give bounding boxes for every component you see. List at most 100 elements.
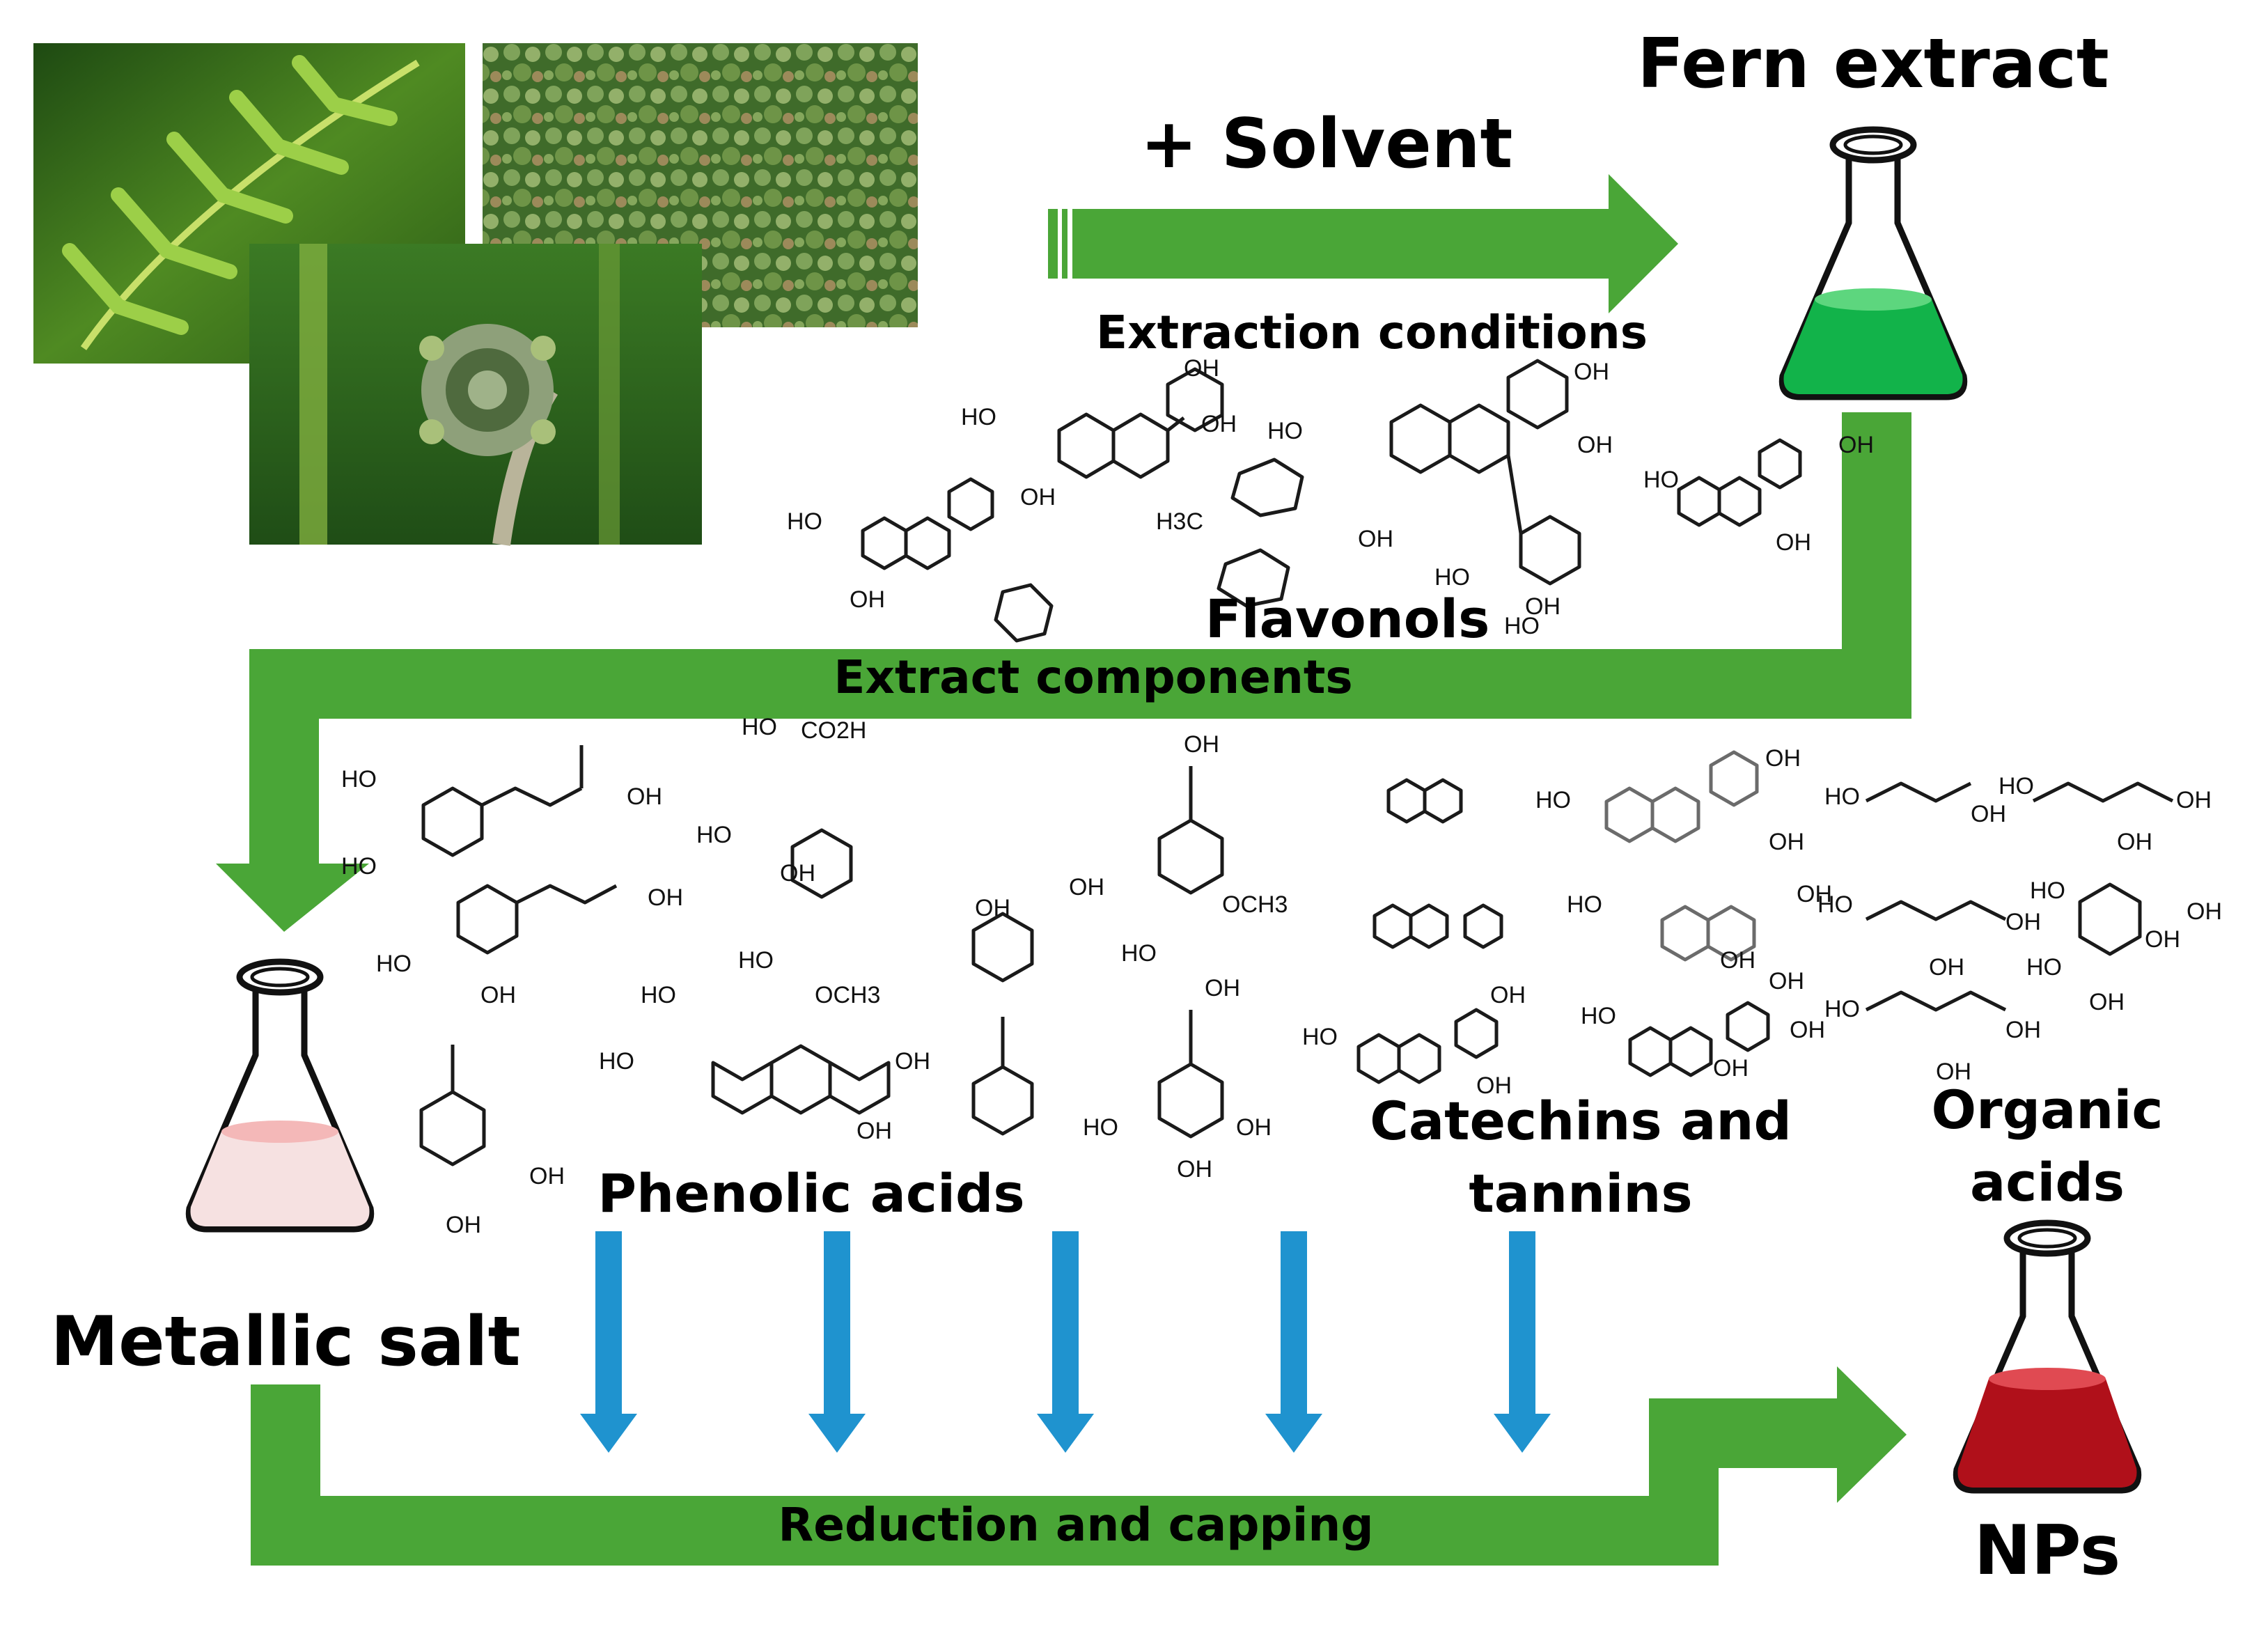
fern-extract-flask <box>1782 130 1964 397</box>
reduction-capping-label: Reduction and capping <box>778 1498 1373 1552</box>
chem-label: HO <box>1083 1114 1118 1141</box>
reduction-arrow <box>1265 1231 1322 1453</box>
chem-label: OH <box>1236 1114 1272 1141</box>
chem-label: OH <box>1201 411 1237 437</box>
chem-label: OH <box>2117 829 2152 855</box>
chem-label: OH <box>2089 989 2125 1015</box>
solvent-flow-arrow <box>1048 174 1678 313</box>
chem-label: OH <box>1476 1072 1512 1099</box>
chem-label: OH <box>1358 526 1393 552</box>
chem-label: OH <box>1838 432 1874 458</box>
chem-label: HO <box>2030 877 2065 904</box>
chem-label: HO <box>1121 940 1157 967</box>
chem-label: OH <box>1574 359 1609 385</box>
chem-label: OH <box>2145 926 2180 953</box>
chem-label: OH <box>1790 1017 1825 1043</box>
solvent-label: + Solvent <box>1141 104 1513 184</box>
chem-label: HO <box>1434 564 1470 591</box>
metallic-salt-label: Metallic salt <box>51 1302 521 1382</box>
chem-label: OH <box>780 860 815 887</box>
chem-label: OH <box>529 1163 565 1189</box>
reduction-arrow <box>580 1231 637 1453</box>
reduction-arrows <box>580 1231 1551 1453</box>
chem-label: OH <box>1936 1059 1971 1085</box>
chem-label: OH <box>480 982 516 1008</box>
flavonols-label: Flavonols <box>1205 588 1490 650</box>
chem-label: HO <box>376 951 412 977</box>
extract-components-arrow <box>216 412 1911 932</box>
chem-label: HO <box>599 1048 634 1075</box>
chem-label: OH <box>627 783 662 810</box>
chem-label: OH <box>1490 982 1526 1008</box>
catechins-tannins-label-line2: tannins <box>1469 1162 1692 1224</box>
chem-label: OH <box>857 1118 892 1144</box>
fiddlehead-photo <box>249 244 702 546</box>
reduction-arrow <box>1494 1231 1551 1453</box>
chem-label: CO2H <box>801 717 866 744</box>
chem-label: OH <box>2176 787 2212 813</box>
organic-acids-label-line2: acids <box>1970 1151 2125 1213</box>
chem-label: OH <box>1525 593 1561 620</box>
chem-label: OH <box>1929 954 1964 981</box>
chem-label: OH <box>1769 829 1804 855</box>
chem-label: OCH3 <box>815 982 880 1008</box>
extraction-conditions-label: Extraction conditions <box>1096 306 1648 359</box>
catechin-tannin-structures: HO OH OH HO OH OH HO OH OH HO OH OH OH <box>1302 745 1832 1099</box>
nps-flask <box>1956 1223 2138 1490</box>
chem-label: OH <box>1765 745 1801 772</box>
chem-label: HO <box>1567 891 1602 918</box>
reduction-arrow <box>1037 1231 1094 1453</box>
chem-label: OH <box>1776 529 1811 556</box>
chem-label: OH <box>1577 432 1613 458</box>
fern-extract-label: Fern extract <box>1637 24 2109 104</box>
chem-label: OH <box>1177 1156 1212 1183</box>
extract-components-label: Extract components <box>834 650 1352 704</box>
chem-label: HO <box>1302 1024 1338 1050</box>
chem-label: OH <box>1184 355 1219 382</box>
fern-photos <box>33 43 918 546</box>
chem-label: OH <box>1769 968 1804 994</box>
reduction-arrow <box>808 1231 866 1453</box>
chem-label: HO <box>1999 773 2034 799</box>
chem-label: OH <box>895 1048 930 1075</box>
chem-label: OH <box>1205 975 1240 1001</box>
chem-label: OCH3 <box>1222 891 1288 918</box>
chem-label: OH <box>1971 801 2006 827</box>
chem-label: HO <box>1504 613 1540 639</box>
organic-acids-label-line1: Organic <box>1932 1079 2164 1141</box>
chem-label: HO <box>1267 418 1303 444</box>
chem-label: OH <box>2005 1017 2041 1043</box>
chem-label: OH <box>850 586 885 613</box>
chem-label: OH <box>446 1212 481 1238</box>
chem-label: HO <box>696 822 732 848</box>
chem-label: OH <box>1713 1055 1749 1082</box>
chem-label: H3C <box>1156 508 1203 535</box>
chem-label: HO <box>2026 954 2062 981</box>
chem-label: OH <box>1069 874 1104 900</box>
chem-label: HO <box>1581 1003 1616 1029</box>
chem-label: HO <box>961 404 996 430</box>
chem-label: HO <box>341 853 377 880</box>
catechins-tannins-label-line1: Catechins and <box>1370 1090 1792 1152</box>
chem-label: HO <box>1824 996 1860 1022</box>
chem-label: HO <box>1643 467 1679 493</box>
chem-label: HO <box>787 508 822 535</box>
metallic-salt-flask <box>189 962 370 1229</box>
organic-acid-structures: HO OH HO OH OH HO OH HO OH HO OH OH OH H… <box>1817 773 2222 1085</box>
chem-label: OH <box>648 884 683 911</box>
chem-label: OH <box>1184 731 1219 758</box>
chem-label: OH <box>1020 484 1056 510</box>
chem-label: HO <box>1817 891 1853 918</box>
chem-label: HO <box>742 714 777 740</box>
flavonol-structures: HO OH OH OH HO OH OH OH HO OH HO H3C HO … <box>787 355 1874 643</box>
chem-label: OH <box>975 895 1010 921</box>
chem-label: OH <box>2187 898 2222 925</box>
reduction-capping-arrow <box>251 1366 1907 1566</box>
chem-label: HO <box>1535 787 1571 813</box>
chem-label: HO <box>341 766 377 793</box>
nps-label: NPs <box>1974 1511 2120 1591</box>
chem-label: OH <box>1797 881 1832 907</box>
phenolic-acid-structures: HO HO OH OH HO OH OH OH HO CO2H HO OH OH… <box>341 714 1288 1238</box>
chem-label: OH <box>1720 947 1755 974</box>
